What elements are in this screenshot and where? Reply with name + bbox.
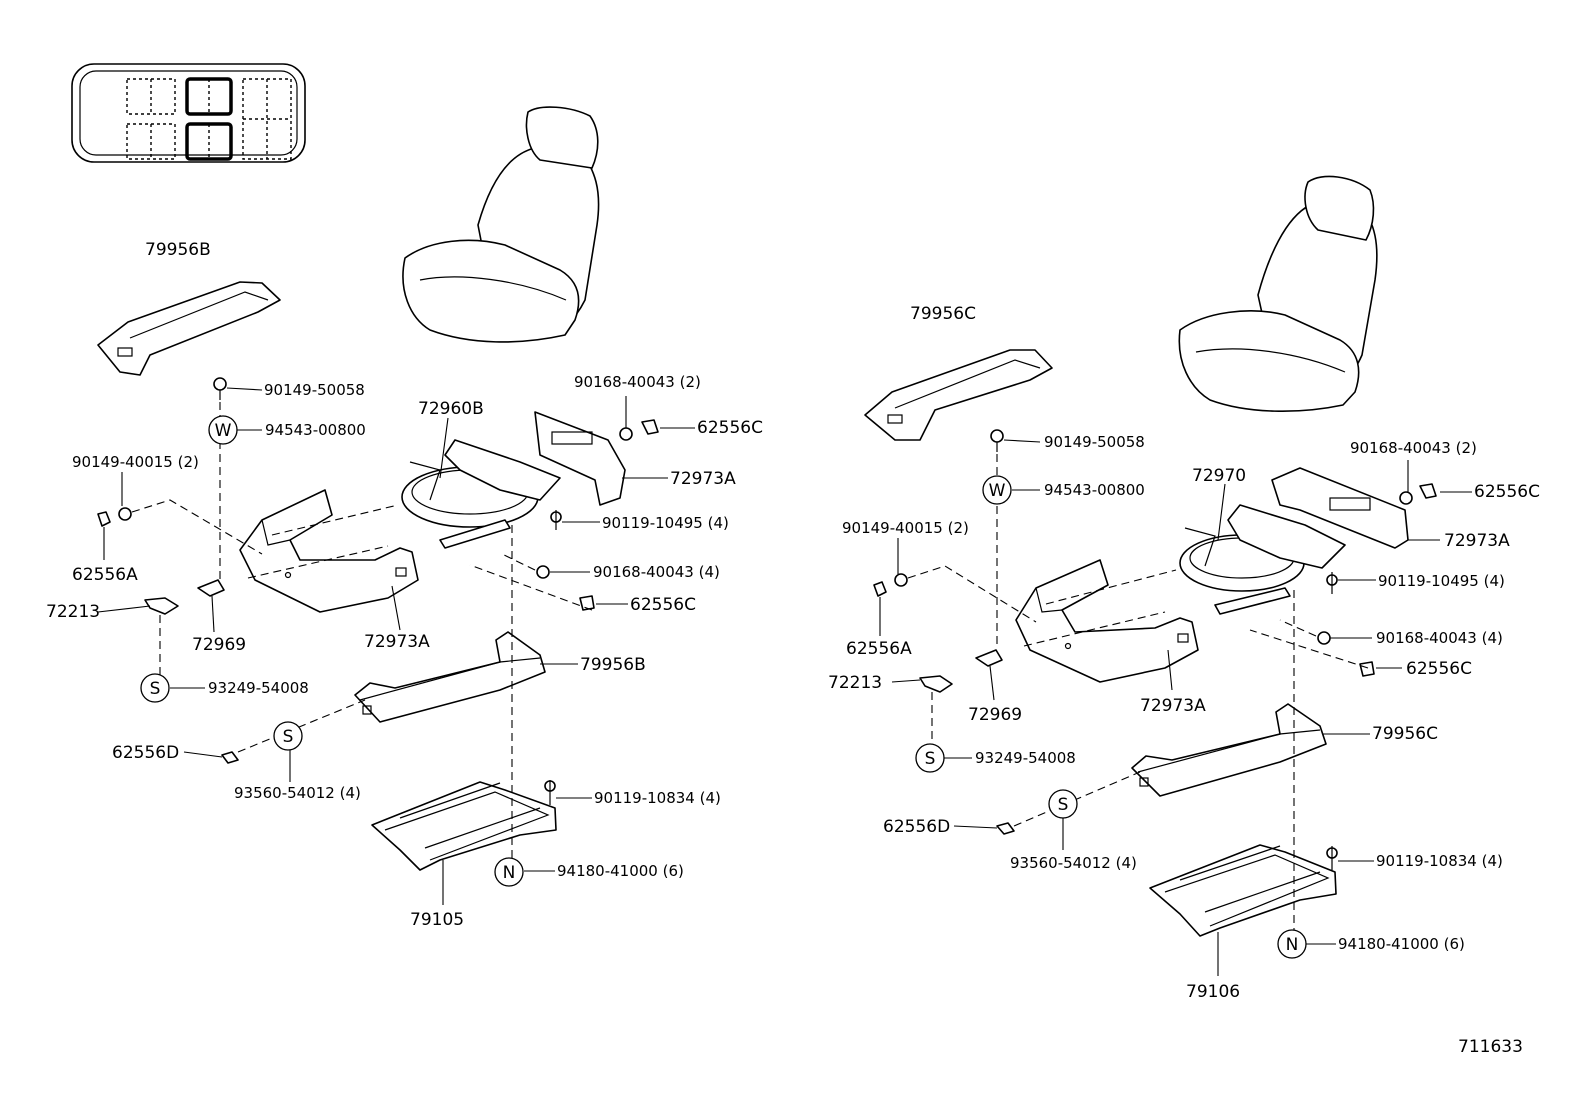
part-label: 94543-00800 xyxy=(265,421,366,439)
left-leader-lines xyxy=(97,387,695,905)
part-label: 90149-40015 (2) xyxy=(842,519,969,537)
part-label: 62556A xyxy=(72,565,138,585)
part-label: 90168-40043 (2) xyxy=(574,373,701,391)
part-label: 79956C xyxy=(1372,724,1438,744)
washer-callout-letter: W xyxy=(989,481,1006,501)
left-swivel-plate-72960b xyxy=(401,439,561,549)
part-label: 62556D xyxy=(883,817,950,837)
screw-callout-icon xyxy=(915,743,945,773)
figure-id: 711633 xyxy=(1458,1037,1523,1057)
nut-callout-letter: N xyxy=(503,863,516,883)
part-label: 62556C xyxy=(1474,482,1540,502)
part-label: 62556C xyxy=(630,595,696,615)
right-side-bracket-72973a xyxy=(1271,467,1409,549)
part-label: 62556A xyxy=(846,639,912,659)
left-side-bracket-72973a xyxy=(534,411,626,506)
part-label: 62556C xyxy=(1406,659,1472,679)
part-label: 93249-54008 xyxy=(208,679,309,697)
part-label: 93560-54012 (4) xyxy=(1010,854,1137,872)
screw-callout-letter: S xyxy=(1058,795,1069,815)
part-label: 90149-40015 (2) xyxy=(72,453,199,471)
part-label: 90119-10495 (4) xyxy=(602,514,729,532)
part-label: 90168-40043 (4) xyxy=(593,563,720,581)
nut-callout-icon xyxy=(494,857,524,887)
washer-callout-icon xyxy=(208,415,238,445)
part-label: 90149-50058 xyxy=(264,381,365,399)
washer-callout-icon xyxy=(982,475,1012,505)
left-cover-79956b-bottom xyxy=(354,631,546,723)
screw-callout-icon xyxy=(273,721,303,751)
right-cover-79956c-bottom xyxy=(1131,703,1327,797)
part-label: 79105 xyxy=(410,910,464,930)
seat-locator-icon xyxy=(71,63,306,163)
left-cover-79956b-top xyxy=(97,281,281,376)
part-label: 79106 xyxy=(1186,982,1240,1002)
left-fasteners xyxy=(97,377,659,805)
part-label: 72970 xyxy=(1192,466,1246,486)
part-label: 79956C xyxy=(910,304,976,324)
right-cover-79956c-top xyxy=(864,349,1053,441)
part-label: 72973A xyxy=(364,632,430,652)
part-label: 93249-54008 xyxy=(975,749,1076,767)
right-seat-base-79106 xyxy=(1149,844,1337,937)
part-label: 90149-50058 xyxy=(1044,433,1145,451)
part-label: 90119-10495 (4) xyxy=(1378,572,1505,590)
screw-callout-icon xyxy=(1048,789,1078,819)
right-seat-illustration xyxy=(1178,175,1378,413)
part-label: 72969 xyxy=(968,705,1022,725)
part-label: 72960B xyxy=(418,399,484,419)
part-label: 72973A xyxy=(1444,531,1510,551)
part-label: 94180-41000 (6) xyxy=(557,862,684,880)
part-label: 93560-54012 (4) xyxy=(234,784,361,802)
part-label: 72969 xyxy=(192,635,246,655)
part-label: 79956B xyxy=(145,240,211,260)
part-label: 62556C xyxy=(697,418,763,438)
right-bracket-72973a xyxy=(1015,559,1199,683)
right-fasteners xyxy=(873,429,1437,870)
nut-callout-letter: N xyxy=(1286,935,1299,955)
part-label: 90168-40043 (2) xyxy=(1350,439,1477,457)
part-label: 72973A xyxy=(670,469,736,489)
left-seat-illustration xyxy=(402,106,600,343)
part-label: 72213 xyxy=(828,673,882,693)
left-bracket-72973a xyxy=(239,489,419,613)
washer-callout-letter: W xyxy=(215,421,232,441)
screw-callout-icon xyxy=(140,673,170,703)
screw-callout-letter: S xyxy=(925,749,936,769)
screw-callout-letter: S xyxy=(150,679,161,699)
part-label: 94543-00800 xyxy=(1044,481,1145,499)
part-label: 90119-10834 (4) xyxy=(594,789,721,807)
right-swivel-plate-72970 xyxy=(1179,504,1346,615)
nut-callout-icon xyxy=(1277,929,1307,959)
part-label: 79956B xyxy=(580,655,646,675)
part-label: 72213 xyxy=(46,602,100,622)
part-label: 94180-41000 (6) xyxy=(1338,935,1465,953)
left-seat-base-79105 xyxy=(371,781,557,871)
part-label: 90119-10834 (4) xyxy=(1376,852,1503,870)
right-leader-lines xyxy=(879,439,1472,976)
part-label: 72973A xyxy=(1140,696,1206,716)
part-label: 62556D xyxy=(112,743,179,763)
screw-callout-letter: S xyxy=(283,727,294,747)
part-label: 90168-40043 (4) xyxy=(1376,629,1503,647)
